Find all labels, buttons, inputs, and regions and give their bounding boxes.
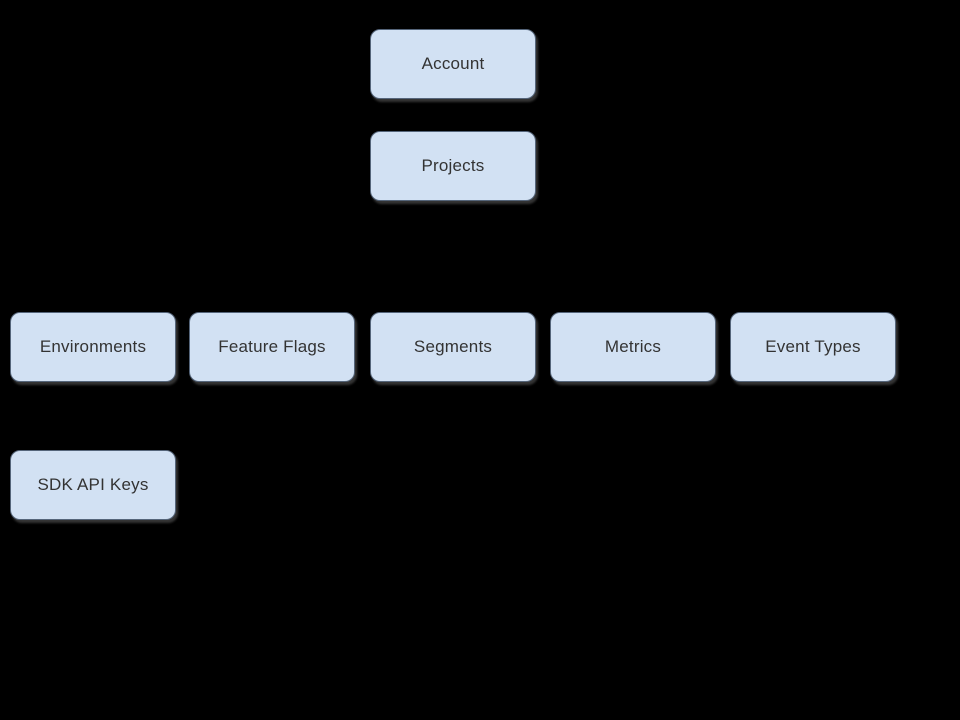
node-sdk-api-keys-label: SDK API Keys [37, 475, 149, 494]
node-sdk-api-keys: SDK API Keys [10, 450, 176, 520]
node-event-types: Event Types [730, 312, 896, 382]
node-projects: Projects [370, 131, 536, 201]
node-segments: Segments [370, 312, 536, 382]
node-feature-flags: Feature Flags [189, 312, 355, 382]
node-environments-label: Environments [39, 337, 147, 356]
node-account: Account [370, 29, 536, 99]
node-account-label: Account [421, 54, 485, 73]
node-feature-flags-label: Feature Flags [218, 337, 326, 356]
node-environments: Environments [10, 312, 176, 382]
node-event-types-label: Event Types [765, 337, 861, 356]
node-metrics-label: Metrics [604, 337, 662, 356]
node-projects-label: Projects [421, 156, 485, 175]
node-metrics: Metrics [550, 312, 716, 382]
node-segments-label: Segments [413, 337, 493, 356]
